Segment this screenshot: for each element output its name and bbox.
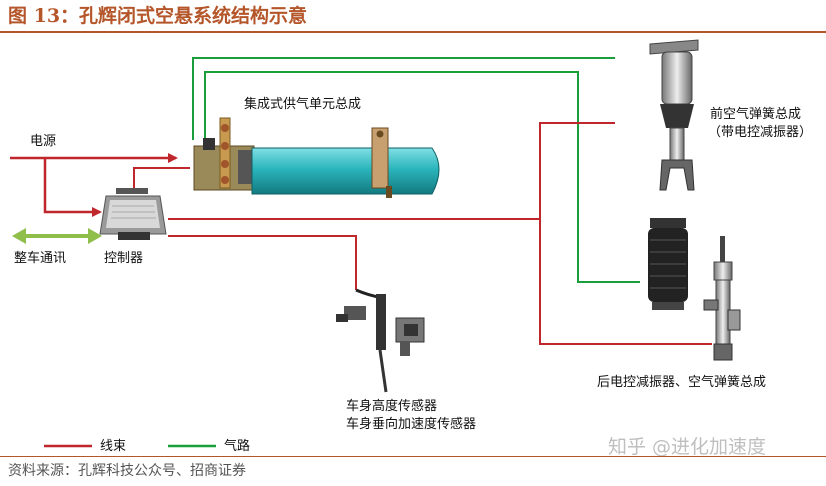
rear-assembly-label: 后电控减振器、空气弹簧总成 — [597, 375, 767, 390]
acceleration-sensor — [395, 317, 425, 356]
height-sensor — [336, 288, 388, 393]
footer-divider — [0, 456, 826, 457]
controller-label: 控制器 — [104, 251, 144, 266]
sensor-wire — [168, 235, 357, 290]
source-note: 资料来源：孔辉科技公众号、招商证券 — [8, 463, 246, 479]
watermark: 知乎 @进化加速度 — [608, 436, 767, 458]
controller-to-unit-wire — [133, 167, 190, 192]
height-sensor-label: 车身高度传感器 — [346, 399, 438, 414]
controller-unit — [99, 188, 167, 240]
front-shock-wire — [539, 122, 615, 219]
title-divider — [0, 31, 826, 33]
front-air-spring — [649, 39, 699, 191]
comm-arrow-left-head — [12, 228, 26, 244]
legend-wire-label: 线束 — [100, 439, 127, 454]
rear-damper — [703, 236, 741, 361]
vehicle-comm-label: 整车通讯 — [14, 251, 67, 266]
supply-unit-label: 集成式供气单元总成 — [244, 97, 362, 112]
front-spring-sublabel: （带电控减振器） — [708, 125, 813, 140]
legend-air-label: 气路 — [224, 439, 251, 454]
comm-arrow-right-head — [88, 228, 102, 244]
system-diagram — [10, 39, 741, 448]
air-line-rear — [204, 71, 640, 283]
front-spring-label: 前空气弹簧总成 — [710, 107, 802, 122]
air-supply-unit — [193, 117, 440, 198]
power-wire-branch — [43, 158, 102, 217]
figure-title: 图 13：孔辉闭式空悬系统结构示意 — [8, 5, 308, 27]
air-line-front — [192, 57, 615, 140]
rear-air-spring — [648, 218, 688, 310]
acceleration-sensor-label: 车身垂向加速度传感器 — [346, 417, 477, 432]
power-label: 电源 — [30, 134, 57, 149]
rear-shock-wire — [539, 219, 712, 345]
